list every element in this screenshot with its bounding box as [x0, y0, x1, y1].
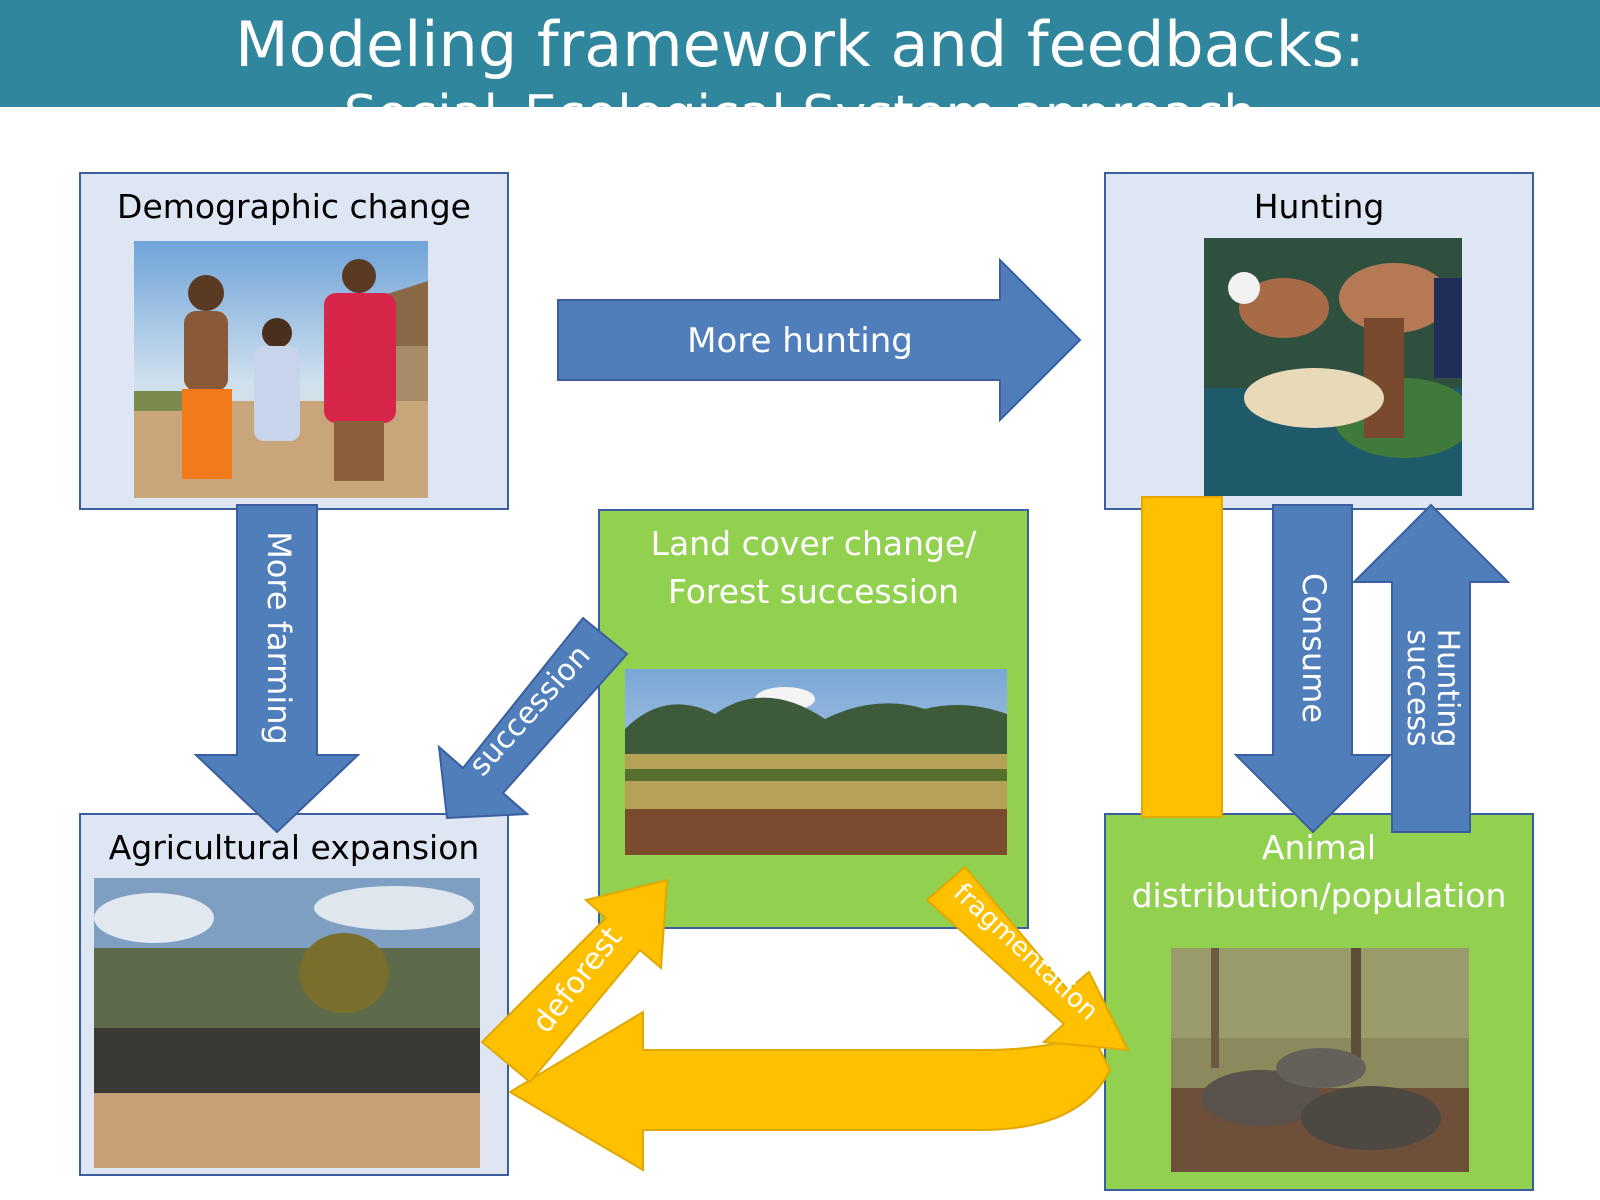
- burned-field-photo: [94, 878, 480, 1168]
- hunters-butchering-photo: [1204, 238, 1462, 496]
- demographic-change-label: Demographic change: [117, 187, 471, 226]
- consume-arrow: Consume: [1233, 504, 1393, 834]
- hunting-success-text-line2: success: [1400, 629, 1435, 746]
- more-farming-text: More farming: [260, 531, 298, 745]
- slide-title: Modeling framework and feedbacks:: [235, 8, 1365, 81]
- savanna-landscape-photo: [625, 669, 1007, 855]
- hunting-success-text-line1: Hunting: [1430, 629, 1465, 748]
- more-hunting-arrow: More hunting: [557, 257, 1082, 423]
- agricultural-expansion-label: Agricultural expansion: [108, 828, 480, 867]
- land-cover-label-line1: Land cover change/: [650, 524, 977, 563]
- slide-subtitle: Social–Ecological System approach: [0, 84, 1600, 107]
- land-cover-label-line2: Forest succession: [667, 572, 960, 611]
- animal-distribution-label-line2: distribution/population: [1131, 876, 1507, 915]
- title-banner: Modeling framework and feedbacks: Social…: [0, 0, 1600, 107]
- consume-text: Consume: [1295, 573, 1333, 723]
- children-photo: [134, 241, 428, 498]
- agricultural-expansion-box: Agricultural expansion: [79, 813, 509, 1176]
- more-farming-arrow: More farming: [193, 504, 361, 834]
- demographic-change-box: Demographic change: [79, 172, 509, 510]
- animal-distribution-box: Animal distribution/population: [1104, 813, 1534, 1191]
- curved-feedback-arrow: [508, 1010, 1112, 1172]
- hunting-success-arrow: Hunting success: [1351, 503, 1511, 833]
- succession-arrow: succession: [437, 616, 629, 820]
- hunting-animal-link-bar: [1141, 496, 1223, 818]
- fragmentation-arrow: fragmentation: [925, 865, 1130, 1052]
- peccary-herd-photo: [1171, 948, 1469, 1172]
- fragmentation-text: fragmentation: [947, 878, 1104, 1027]
- more-hunting-text: More hunting: [687, 321, 913, 361]
- land-cover-box: Land cover change/ Forest succession: [598, 509, 1029, 929]
- hunting-label: Hunting: [1253, 187, 1385, 226]
- animal-distribution-label-line1: Animal: [1261, 828, 1377, 867]
